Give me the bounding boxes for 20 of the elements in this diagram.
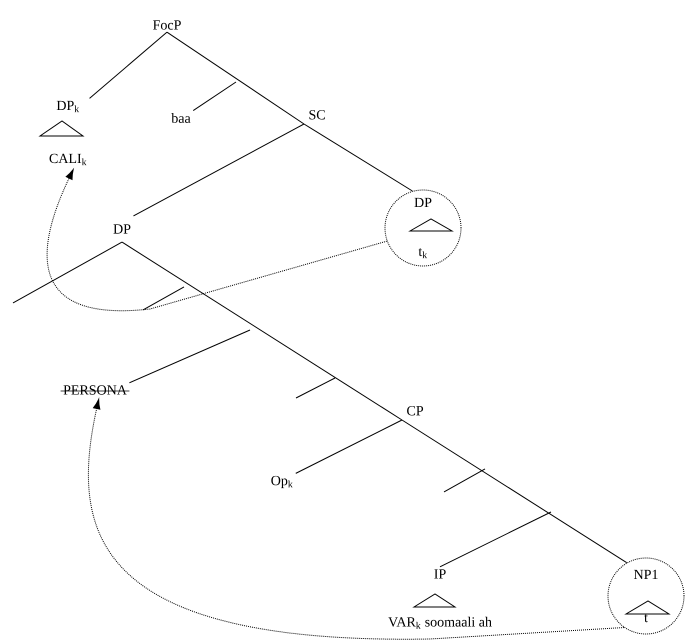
movement-arrow	[46, 169, 388, 312]
tree-branch	[402, 420, 628, 564]
movement-arrow	[88, 398, 624, 640]
word-label: Op$_{k}$	[271, 476, 293, 488]
tree-branch	[440, 512, 552, 568]
tree-branch	[12, 242, 122, 304]
tree-branch	[128, 330, 250, 384]
category-label: FocP	[153, 20, 181, 30]
category-label: CP	[407, 406, 424, 416]
tree-branch	[295, 420, 402, 474]
tree-branch	[122, 242, 402, 420]
tree-branch	[166, 32, 304, 124]
tree-branch	[192, 82, 236, 112]
tree-label: IP VAR$_{k}$ soomaali ah	[388, 569, 492, 629]
tree-branch	[89, 32, 168, 99]
tree-branch	[304, 124, 413, 192]
category-label: SC	[309, 110, 325, 120]
tree-branch	[132, 124, 304, 216]
category-label: DP	[113, 224, 130, 234]
word-label: baa	[171, 113, 191, 123]
